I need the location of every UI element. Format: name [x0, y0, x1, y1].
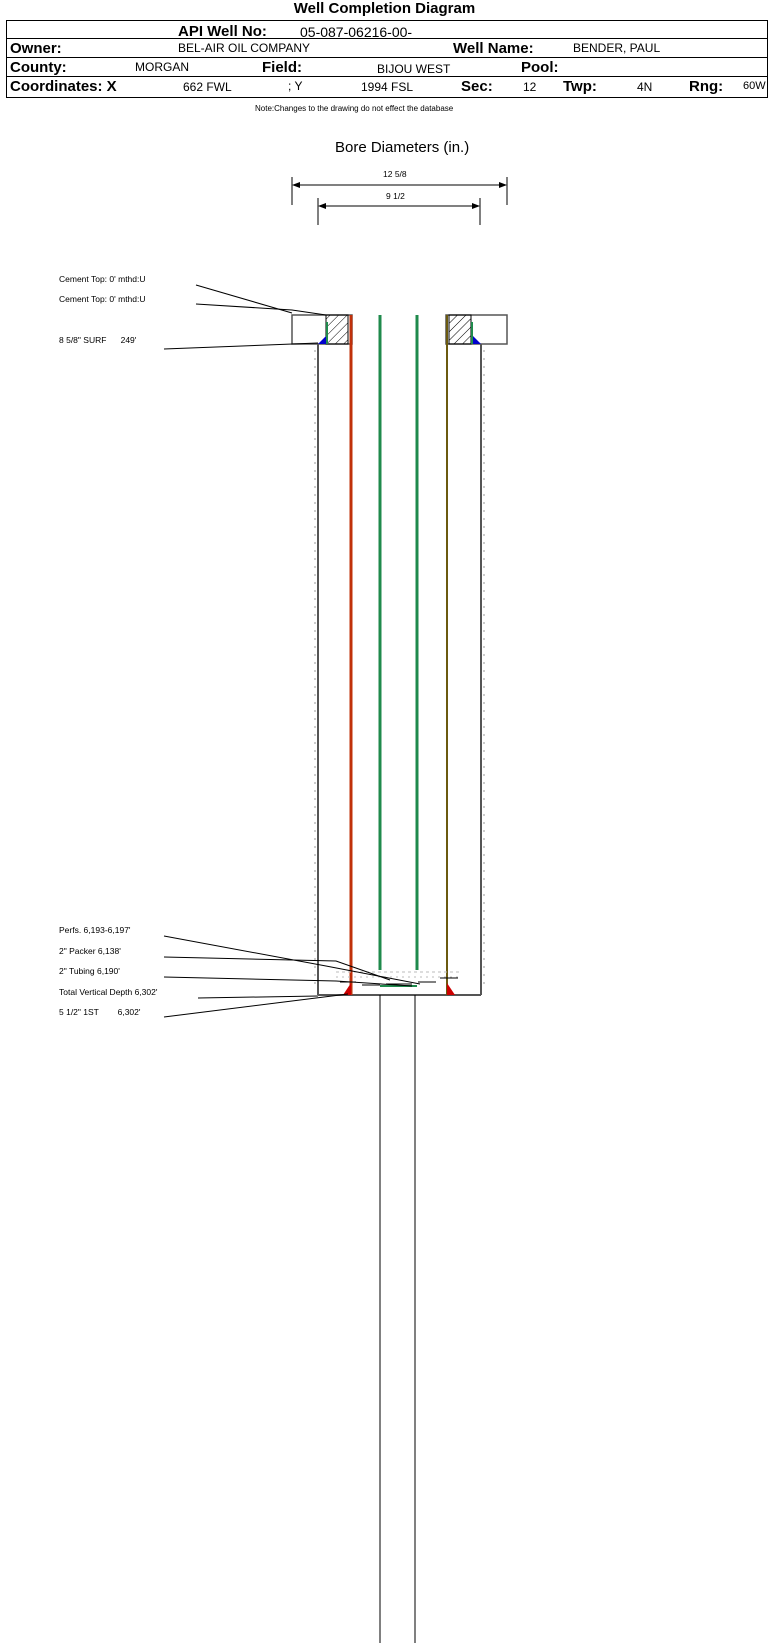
callout-packer: 2" Packer 6,138'	[59, 946, 121, 956]
bore-dimension-inner	[317, 198, 481, 225]
header-divider	[6, 38, 768, 39]
callout-production-casing: 5 1/2" 1ST 6,302'	[59, 1007, 141, 1017]
cement-shoe-bottom-right	[447, 983, 455, 995]
pool-label: Pool:	[521, 59, 559, 76]
county-value: MORGAN	[135, 60, 189, 74]
callout-tubing: 2" Tubing 6,190'	[59, 966, 120, 976]
header-divider	[6, 57, 768, 58]
bore-inner-label: 9 1/2	[386, 191, 405, 201]
well-header-table	[6, 20, 768, 98]
rng-value: 60W	[743, 80, 766, 92]
county-label: County:	[10, 59, 67, 76]
coord-x-value: 662 FWL	[183, 80, 232, 94]
owner-value: BEL-AIR OIL COMPANY	[178, 41, 311, 55]
callout-leaders-bottom	[163, 935, 421, 1018]
cement-shoe-right	[473, 336, 481, 344]
bore-hole-walls	[314, 344, 485, 996]
coord-y-value: 1994 FSL	[361, 80, 414, 94]
sec-label: Sec:	[461, 78, 493, 95]
bore-dimension-outer	[291, 177, 508, 205]
bore-outer-label: 12 5/8	[383, 169, 407, 179]
rng-label: Rng:	[689, 78, 724, 95]
page-title: Well Completion Diagram	[293, 0, 476, 17]
callout-perfs: Perfs. 6,193-6,197'	[59, 925, 131, 935]
note-text: Note:Changes to the drawing do not effec…	[255, 104, 454, 113]
callout-total-depth: Total Vertical Depth 6,302'	[59, 987, 158, 997]
cement-shoe-left	[318, 336, 326, 344]
header-divider	[6, 76, 768, 77]
api-well-value: 05-087-06216-00-	[300, 24, 413, 40]
callout-cement-top-1: Cement Top: 0' mthd:U	[59, 274, 146, 284]
field-value: BIJOU WEST	[377, 62, 451, 76]
sec-value: 12	[523, 80, 537, 94]
perforations-zone	[336, 971, 462, 995]
owner-label: Owner:	[10, 40, 62, 57]
callout-leaders-top	[163, 284, 327, 350]
callout-cement-top-2: Cement Top: 0' mthd:U	[59, 294, 146, 304]
cement-shoe-bottom-left	[343, 983, 351, 995]
twp-label: Twp:	[563, 78, 597, 95]
coord-y-label: ; Y	[288, 79, 303, 93]
twp-value: 4N	[637, 80, 653, 94]
surface-casing-collar	[291, 314, 508, 345]
coordinates-label: Coordinates: X	[10, 78, 117, 95]
field-label: Field:	[262, 59, 302, 76]
well-name-label: Well Name:	[453, 40, 534, 57]
api-well-label: API Well No:	[178, 23, 267, 40]
bore-diameters-title: Bore Diameters (in.)	[335, 139, 470, 156]
callout-surface-casing: 8 5/8" SURF 249'	[59, 335, 137, 345]
well-name-value: BENDER, PAUL	[573, 41, 661, 55]
